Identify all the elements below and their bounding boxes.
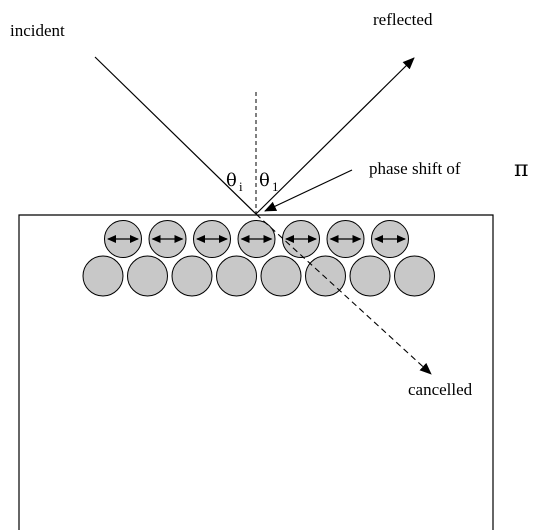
particle-bottom bbox=[171, 255, 213, 297]
theta-reflected-symbol: θ bbox=[259, 170, 270, 191]
cancelled-label: cancelled bbox=[408, 380, 473, 399]
particle-bottom bbox=[260, 255, 302, 297]
reflected-label: reflected bbox=[373, 10, 433, 29]
particle-bottom bbox=[394, 255, 435, 297]
medium-boundary bbox=[18, 214, 494, 530]
particle-bottom bbox=[305, 255, 346, 297]
theta-incident-symbol: θ bbox=[226, 170, 237, 191]
particle-bottom bbox=[349, 255, 391, 297]
pi-symbol: π bbox=[514, 157, 528, 182]
particle-row-top bbox=[104, 220, 409, 258]
particle-bottom bbox=[82, 255, 124, 297]
reflected-ray bbox=[255, 57, 415, 215]
theta-incident-subscript: i bbox=[239, 179, 243, 194]
incident-ray bbox=[94, 56, 257, 215]
phase-shift-label: phase shift of bbox=[369, 159, 461, 178]
particle-bottom bbox=[127, 255, 168, 297]
particle-bottom bbox=[216, 255, 257, 297]
incident-label: incident bbox=[10, 21, 65, 40]
particle-row-bottom bbox=[82, 255, 435, 297]
phase-shift-pointer bbox=[264, 169, 353, 212]
theta-reflected-subscript: 1 bbox=[272, 179, 279, 194]
